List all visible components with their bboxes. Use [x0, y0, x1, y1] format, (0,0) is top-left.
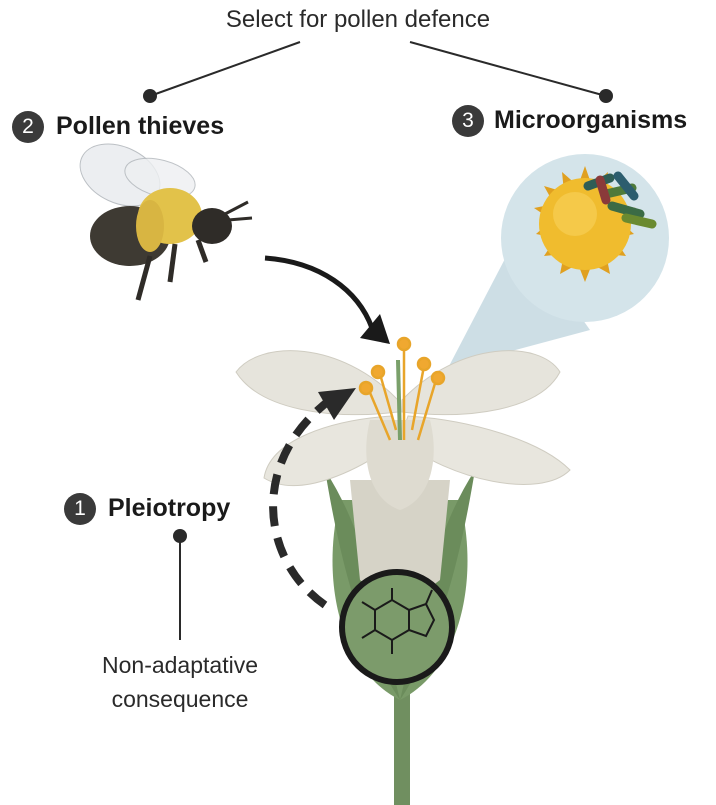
caffeine-molecule-icon — [342, 572, 452, 682]
pleiotropy-dot — [173, 529, 187, 543]
thief-arrowhead — [360, 314, 390, 344]
label-pollen-thieves: Pollen thieves — [56, 112, 224, 141]
thief-arrow — [265, 258, 372, 328]
bee-icon — [70, 132, 252, 300]
connector-dot-left — [143, 89, 157, 103]
pollen-zoom — [501, 154, 669, 322]
consequence-line-2: consequence — [60, 686, 300, 713]
diagram-title: Select for pollen defence — [0, 6, 716, 34]
connector-dot-right — [599, 89, 613, 103]
badge-pollen-thieves: 2 — [12, 111, 44, 143]
consequence-line-1: Non-adaptative — [60, 652, 300, 679]
badge-pleiotropy: 1 — [64, 493, 96, 525]
label-microorganisms: Microorganisms — [494, 106, 687, 135]
badge-microorganisms: 3 — [452, 105, 484, 137]
label-pleiotropy: Pleiotropy — [108, 494, 230, 523]
title-connectors — [150, 42, 606, 96]
